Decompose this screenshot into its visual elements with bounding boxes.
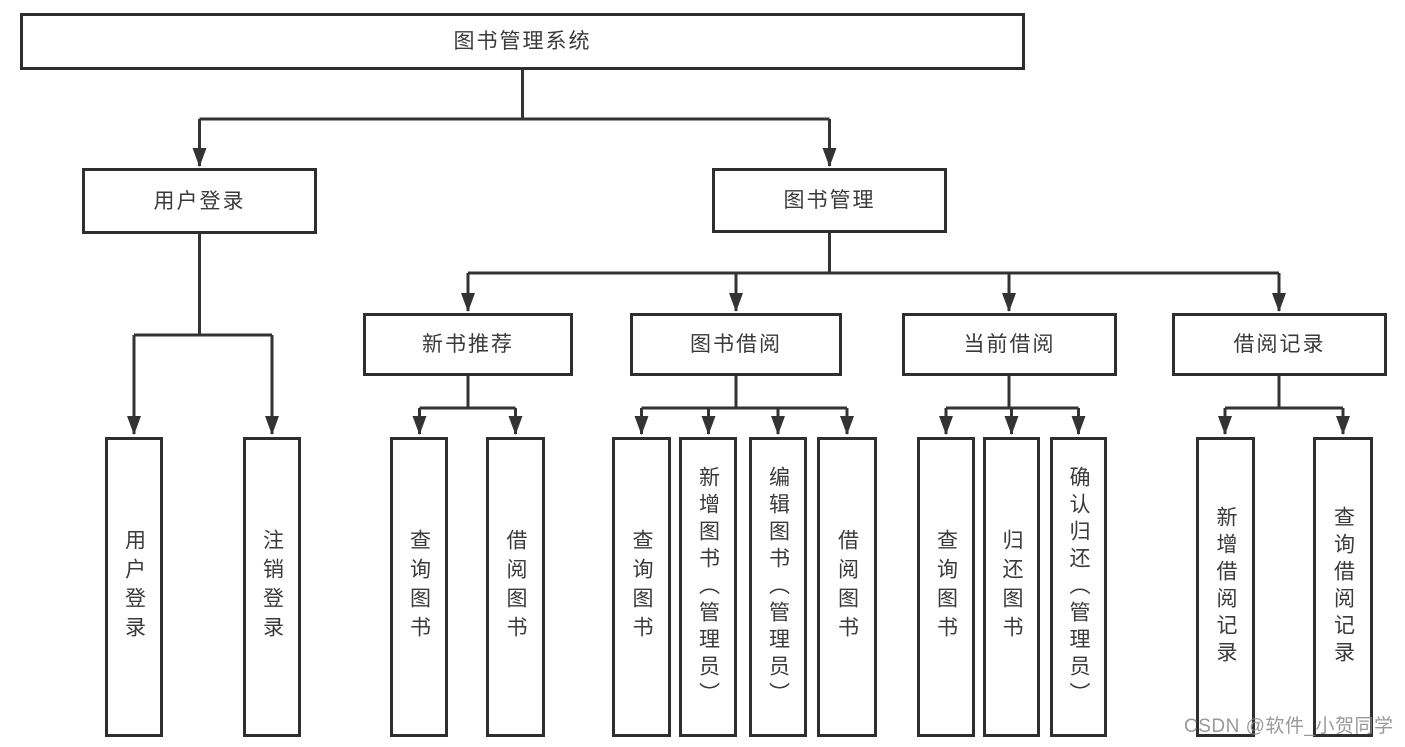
leaf-label: 查询图书 [630,529,653,645]
node-book-borrow: 图书借阅 [630,313,842,376]
node-book-management-system: 图书管理系统 [20,13,1025,70]
node-label: 新书推荐 [422,333,514,356]
leaf-label: 编辑图书（管理员） [766,465,790,709]
leaf-label: 确认归还（管理员） [1067,465,1090,709]
leaf-add-borrow-record: 新增借阅记录 [1196,437,1255,737]
branch-root [199,70,830,121]
leaf-query-borrow-record: 查询借阅记录 [1313,437,1373,737]
node-label: 当前借阅 [963,333,1056,356]
node-borrow-records: 借阅记录 [1172,313,1387,376]
branch-borrow-records [1225,376,1343,410]
node-label: 用户登录 [153,189,246,213]
node-new-book-recommend: 新书推荐 [363,313,573,376]
node-label: 图书管理 [783,189,876,212]
branch-book-management [468,233,1279,275]
node-user-login: 用户登录 [82,168,317,234]
leaf-edit-book-admin: 编辑图书（管理员） [749,437,807,737]
leaf-query-books-current: 查询图书 [917,437,975,737]
leaf-borrow-books-borrow: 借阅图书 [817,437,877,737]
leaf-label: 归还图书 [1000,529,1023,645]
leaf-label: 查询图书 [407,529,431,645]
leaf-label: 注销登录 [260,529,284,645]
node-label: 图书管理系统 [453,30,592,53]
leaf-label: 查询图书 [934,529,958,645]
leaf-label: 新增图书（管理员） [696,465,720,709]
leaf-user-login: 用户登录 [105,437,163,737]
leaf-borrow-books-recommend: 借阅图书 [486,437,545,737]
leaf-label: 借阅图书 [504,529,527,645]
leaf-confirm-return-admin: 确认归还（管理员） [1050,437,1107,737]
leaf-query-books-recommend: 查询图书 [390,437,448,737]
branch-book-borrow [641,376,847,410]
node-label: 图书借阅 [690,333,782,356]
branch-current-borrow [946,376,1079,410]
leaf-label: 新增借阅记录 [1214,506,1237,668]
branch-new-book [419,376,516,410]
node-book-management: 图书管理 [712,168,947,233]
node-current-borrow: 当前借阅 [902,313,1117,376]
leaf-add-book-admin: 新增图书（管理员） [679,437,737,737]
node-label: 借阅记录 [1233,333,1326,356]
leaf-label: 用户登录 [122,529,146,645]
leaf-logout: 注销登录 [243,437,301,737]
leaf-return-book: 归还图书 [983,437,1040,737]
branch-user-login [134,234,272,337]
leaf-query-books-borrow: 查询图书 [612,437,671,737]
leaf-label: 借阅图书 [835,529,859,645]
csdn-watermark: CSDN @软件_小贺同学 [1184,716,1394,737]
leaf-label: 查询借阅记录 [1331,506,1355,668]
